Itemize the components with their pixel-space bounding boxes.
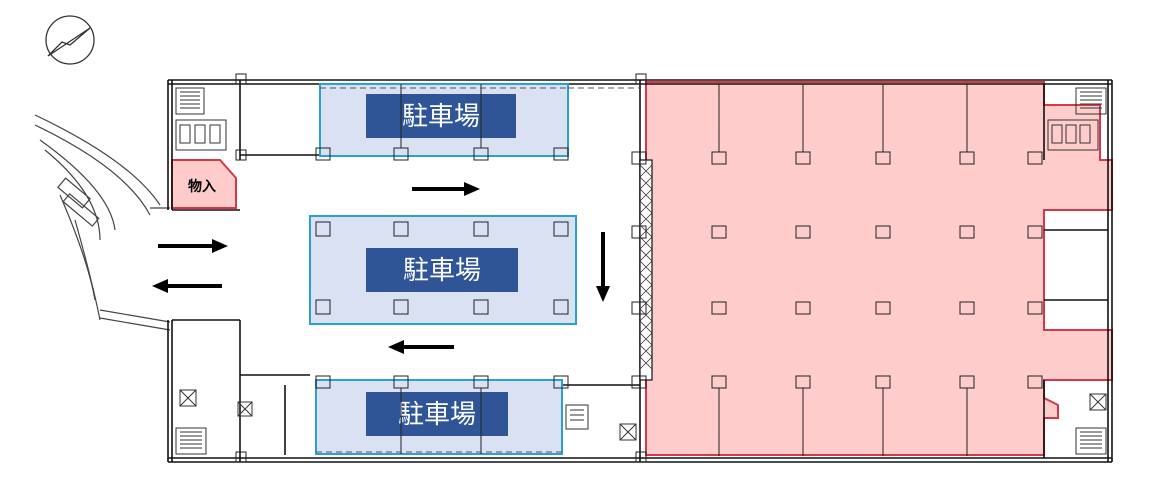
parking-zone-top: 駐車場 <box>319 83 569 157</box>
parking-columns <box>235 73 647 463</box>
structural-columns <box>631 84 1043 456</box>
leased-area <box>645 81 1113 456</box>
parking-label-bottom: 駐車場 <box>398 400 476 430</box>
parking-zone-bottom: 駐車場 <box>315 379 563 455</box>
partition-wall <box>639 159 653 381</box>
parking-label-top: 駐車場 <box>402 102 480 132</box>
stair-cores <box>175 87 1107 455</box>
north-arrow-icon <box>45 15 95 65</box>
storage-room-label: 物入 <box>188 178 216 195</box>
dashed-lines <box>316 87 640 453</box>
curved-ramp <box>34 114 171 331</box>
parking-zone-middle: 駐車場 <box>309 215 577 325</box>
arrow-icon <box>152 182 610 354</box>
parking-label-middle: 駐車場 <box>403 256 481 286</box>
